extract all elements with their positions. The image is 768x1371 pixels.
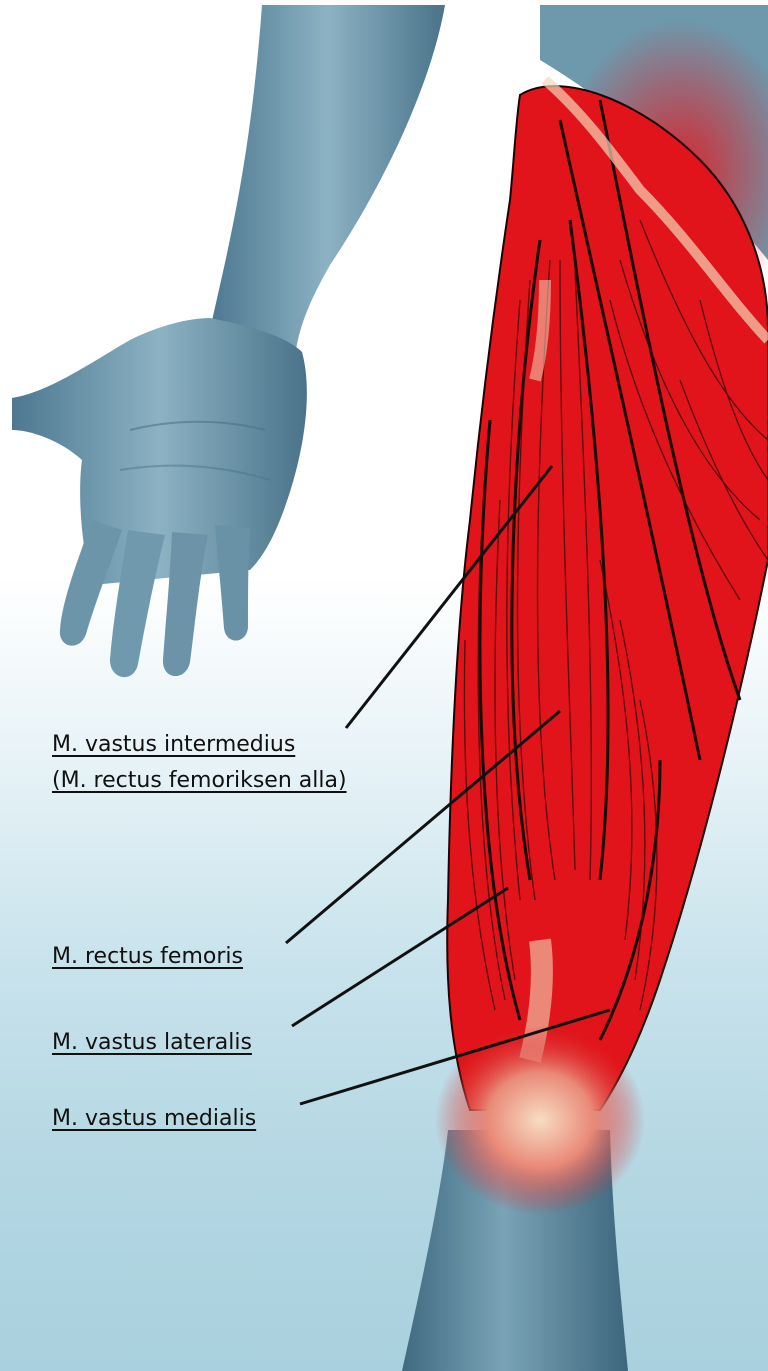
label-vastus-medialis: M. vastus medialis bbox=[52, 1102, 256, 1136]
hand-and-forearm bbox=[12, 5, 445, 677]
label-vastus-intermedius-note: (M. rectus femoriksen alla) bbox=[52, 764, 347, 798]
label-vastus-intermedius: M. vastus intermedius bbox=[52, 728, 295, 762]
thigh-muscles bbox=[447, 80, 768, 1110]
label-rectus-femoris: M. rectus femoris bbox=[52, 940, 243, 974]
label-vastus-lateralis: M. vastus lateralis bbox=[52, 1026, 252, 1060]
finger-little bbox=[215, 525, 250, 641]
forearm bbox=[210, 5, 445, 350]
